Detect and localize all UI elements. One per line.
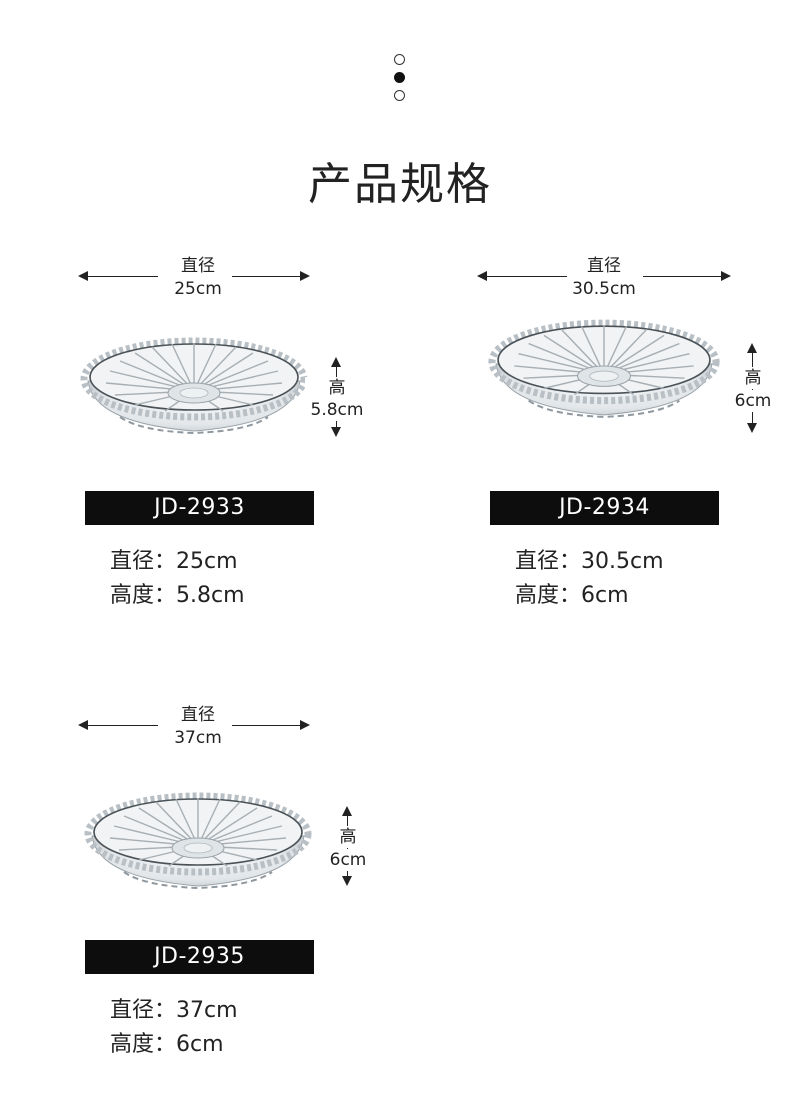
height-value: 6cm — [721, 390, 785, 412]
spec-row-height: 高度：6cm — [110, 1028, 238, 1062]
spec-value: 6cm — [581, 583, 629, 608]
height-dimension: 高 6cm — [316, 806, 380, 886]
spec-value: 37cm — [176, 998, 238, 1023]
arrow-down-icon — [747, 423, 757, 433]
dimension-line — [483, 276, 567, 277]
spec-row-height: 高度：6cm — [515, 579, 664, 613]
spec-label: 直径： — [110, 549, 177, 574]
height-label: 高 — [305, 377, 369, 399]
arrow-down-icon — [331, 427, 341, 437]
height-dimension: 高 5.8cm — [305, 357, 369, 437]
diameter-label: 直径 — [181, 256, 215, 276]
spec-value: 6cm — [176, 1032, 224, 1057]
diameter-value: 37cm — [174, 728, 222, 748]
plate-image — [80, 331, 308, 439]
model-badge: JD-2935 — [85, 940, 314, 974]
page-title: 产品规格 — [308, 159, 492, 210]
height-value: 5.8cm — [305, 399, 369, 421]
spec-value: 25cm — [176, 549, 238, 574]
dimension-line — [84, 725, 158, 726]
spec-label: 直径： — [515, 549, 582, 574]
spec-row-diameter: 直径：30.5cm — [515, 545, 664, 579]
arrow-left-icon — [477, 271, 487, 281]
model-badge: JD-2933 — [85, 491, 314, 525]
pagination-dots — [394, 54, 406, 108]
arrow-right-icon — [300, 720, 310, 730]
arrow-left-icon — [78, 271, 88, 281]
diameter-value: 30.5cm — [572, 279, 636, 299]
dimension-line — [232, 276, 304, 277]
spec-value: 5.8cm — [176, 583, 245, 608]
product-card: 直径 25cm 高 5.8cm JD-2933 直径：25cm 高度：5.8cm — [78, 255, 458, 655]
spec-list: 直径：37cm 高度：6cm — [110, 994, 238, 1062]
page-dot-active[interactable] — [394, 72, 405, 83]
height-dimension: 高 6cm — [721, 343, 785, 433]
diameter-label: 直径 — [587, 256, 621, 276]
height-label: 高 — [721, 367, 785, 389]
diameter-dimension: 直径 25cm — [78, 255, 310, 305]
arrow-down-icon — [342, 876, 352, 886]
product-card: 直径 37cm 高 6cm JD-2935 直径：37cm 高度：6cm — [78, 704, 458, 1096]
model-badge: JD-2934 — [490, 491, 719, 525]
diameter-value: 25cm — [174, 279, 222, 299]
diameter-dimension: 直径 37cm — [78, 704, 310, 754]
spec-list: 直径：25cm 高度：5.8cm — [110, 545, 245, 613]
arrow-up-icon — [747, 343, 757, 353]
height-value: 6cm — [316, 849, 380, 871]
height-label: 高 — [316, 826, 380, 848]
arrow-up-icon — [342, 806, 352, 816]
spec-value: 30.5cm — [581, 549, 664, 574]
plate-image — [80, 786, 316, 894]
arrow-right-icon — [300, 271, 310, 281]
spec-label: 直径： — [110, 998, 177, 1023]
spec-row-diameter: 直径：37cm — [110, 994, 238, 1028]
diameter-label: 直径 — [181, 705, 215, 725]
dimension-line — [84, 276, 158, 277]
plate-image — [483, 313, 725, 423]
spec-row-diameter: 直径：25cm — [110, 545, 245, 579]
dimension-line — [643, 276, 725, 277]
arrow-up-icon — [331, 357, 341, 367]
spec-label: 高度： — [515, 583, 582, 608]
dimension-line — [232, 725, 304, 726]
diameter-dimension: 直径 30.5cm — [477, 255, 731, 305]
spec-label: 高度： — [110, 1032, 177, 1057]
page-dot[interactable] — [394, 90, 405, 101]
product-card: 直径 30.5cm 高 6cm JD-2934 直径：30.5cm 高度：6cm — [477, 255, 800, 655]
spec-row-height: 高度：5.8cm — [110, 579, 245, 613]
spec-label: 高度： — [110, 583, 177, 608]
arrow-right-icon — [721, 271, 731, 281]
page-dot[interactable] — [394, 54, 405, 65]
arrow-left-icon — [78, 720, 88, 730]
spec-list: 直径：30.5cm 高度：6cm — [515, 545, 664, 613]
